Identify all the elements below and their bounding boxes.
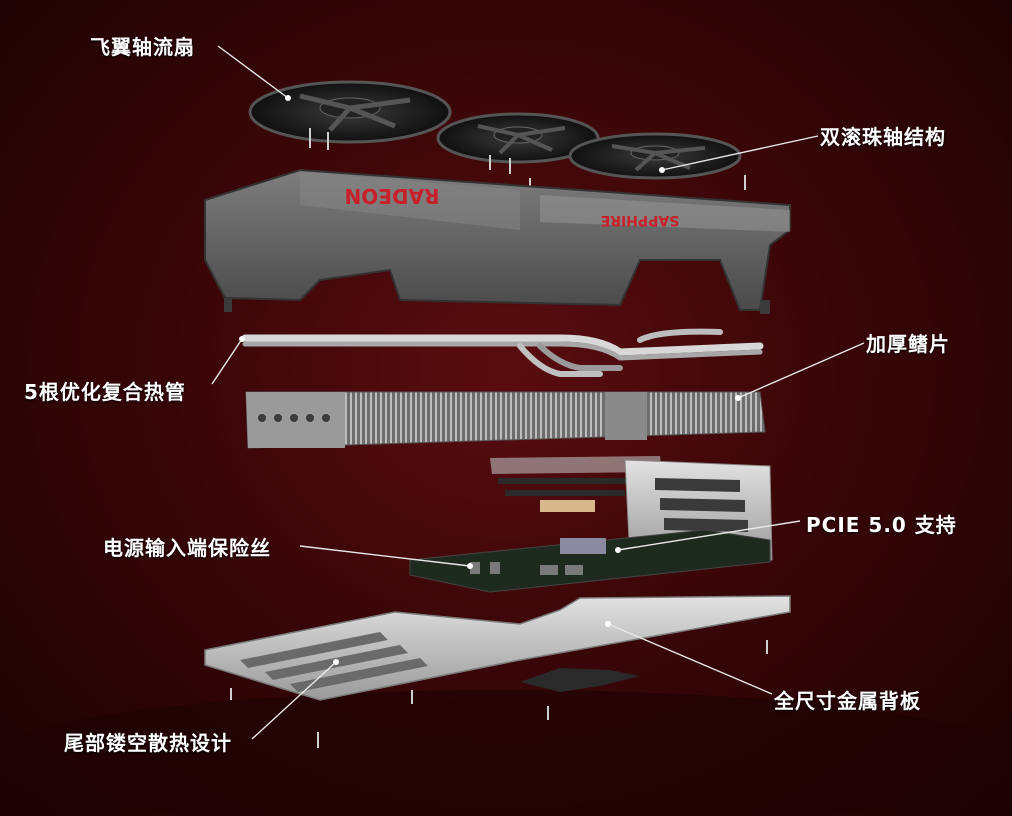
backplate bbox=[204, 595, 791, 701]
label-fuse: 电源输入端保险丝 bbox=[103, 536, 271, 560]
label-pcie: PCIE 5.0 支持 bbox=[806, 513, 957, 537]
floor-shadow bbox=[0, 690, 1012, 816]
leader-lines bbox=[211, 45, 865, 740]
fan-right bbox=[568, 132, 742, 180]
label-tail: 尾部镂空散热设计 bbox=[64, 731, 232, 755]
label-fins: 加厚鳍片 bbox=[866, 332, 950, 356]
heatpipes bbox=[241, 328, 764, 377]
fan-center bbox=[436, 112, 600, 164]
pcb bbox=[409, 529, 771, 593]
radeon-logo: RADEON bbox=[345, 184, 440, 208]
sapphire-logo: SAPPHIRE bbox=[601, 212, 680, 228]
label-heatpipes: 5根优化复合热管 bbox=[24, 380, 186, 404]
shroud: RADEON SAPPHIRE bbox=[204, 168, 791, 314]
heatsink bbox=[245, 391, 766, 449]
label-fan: 飞翼轴流扇 bbox=[90, 35, 195, 59]
label-bearing: 双滚珠轴结构 bbox=[820, 125, 946, 149]
label-backplate: 全尺寸金属背板 bbox=[774, 689, 921, 713]
leader-dots bbox=[239, 95, 741, 665]
backplate-screws bbox=[230, 640, 768, 748]
thermal-pads bbox=[490, 456, 662, 512]
fan-left bbox=[248, 80, 452, 144]
